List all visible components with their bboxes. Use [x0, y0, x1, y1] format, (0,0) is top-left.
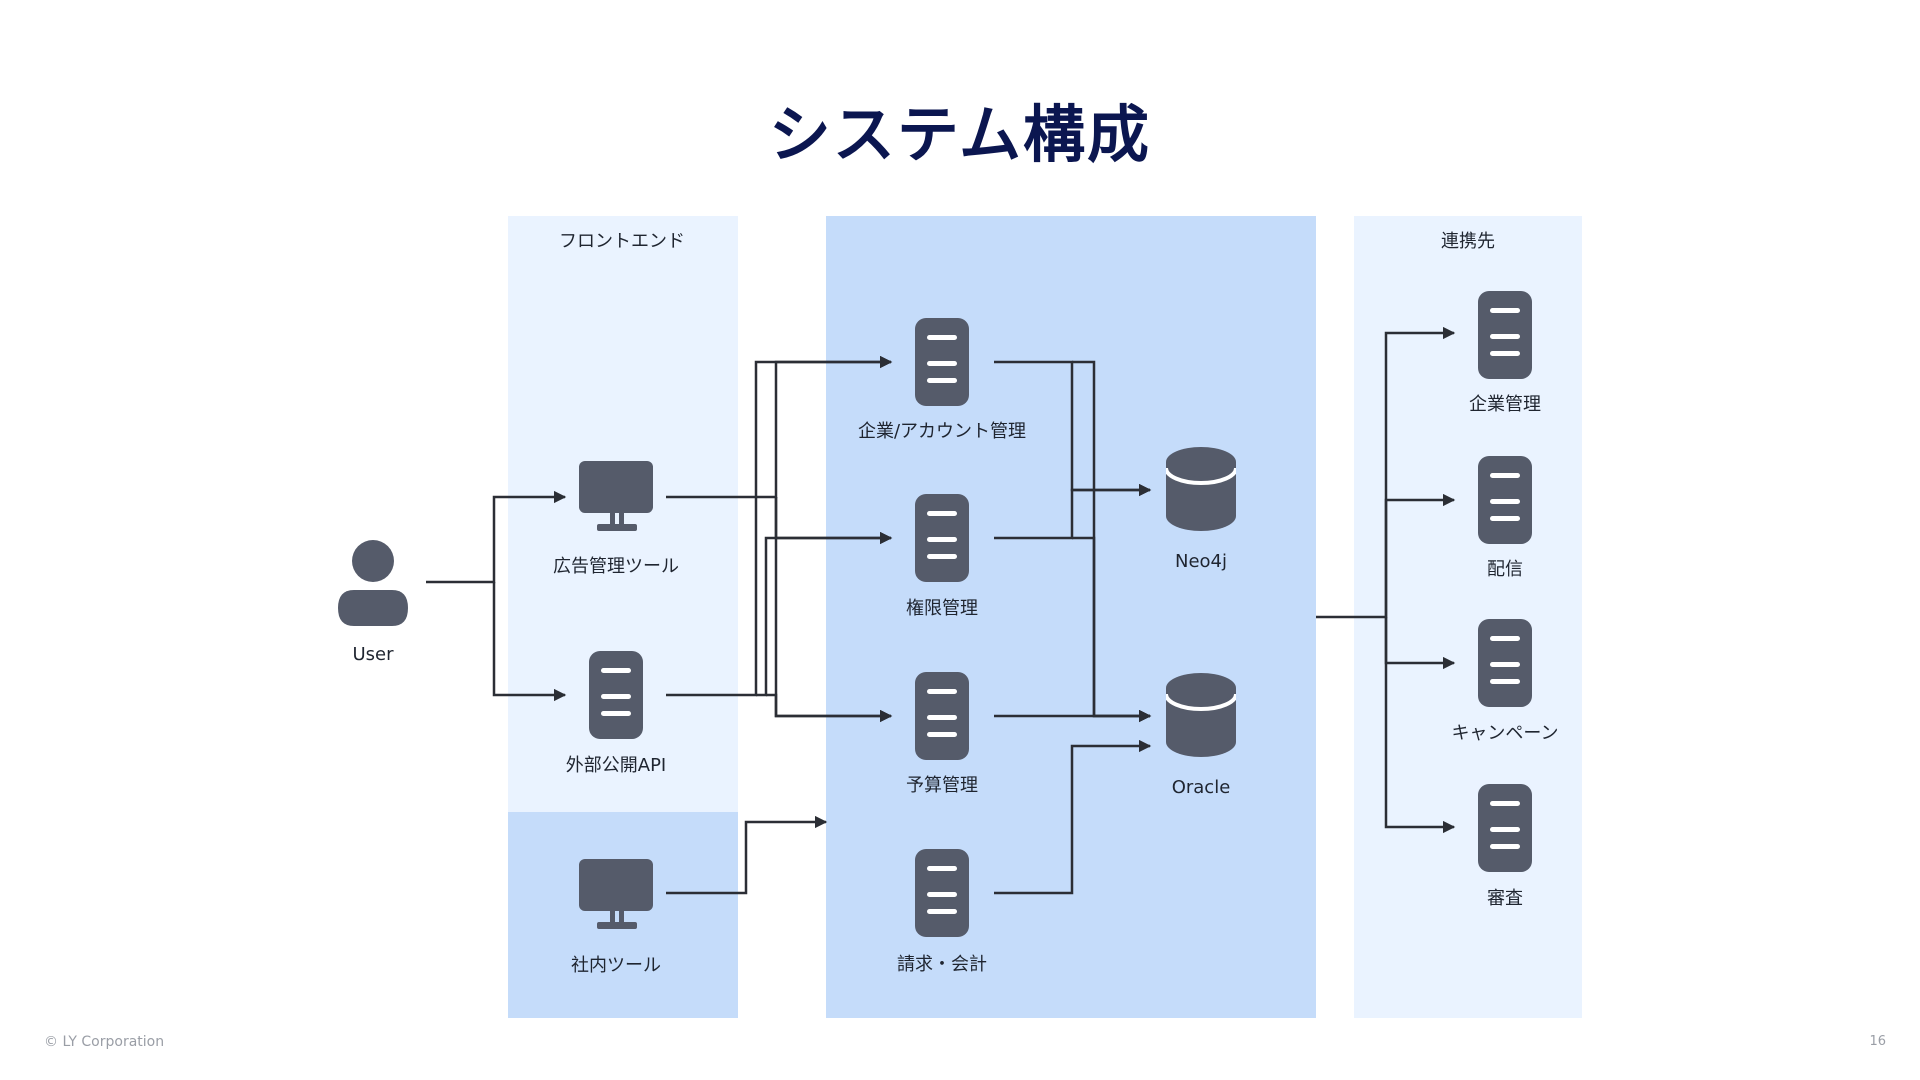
node-ext-company-label: 企業管理: [1469, 394, 1541, 415]
node-ext-campaign: キャンペーン: [1451, 619, 1559, 744]
node-account-mgmt: 企業/アカウント管理: [858, 318, 1026, 442]
node-account-mgmt-label: 企業/アカウント管理: [858, 421, 1026, 442]
node-oracle: Oracle: [1166, 672, 1236, 798]
node-billing-label: 請求・会計: [897, 954, 987, 975]
server-icon: [589, 651, 643, 739]
node-ext-delivery-label: 配信: [1487, 559, 1523, 580]
node-user-label: User: [352, 644, 394, 665]
page-number: 16: [1869, 1034, 1886, 1049]
node-ext-campaign-label: キャンペーン: [1451, 723, 1558, 744]
node-permission-mgmt-label: 権限管理: [906, 598, 978, 619]
node-neo4j-label: Neo4j: [1175, 551, 1227, 572]
server-icon: [1478, 291, 1532, 379]
node-billing: 請求・会計: [897, 849, 987, 975]
connection-lines: [426, 326, 1456, 895]
server-icon: [915, 849, 969, 937]
edge-user-to-public-api: [492, 582, 567, 702]
backend-zone: [826, 216, 1316, 1018]
edge-public-api-to-budget-mgmt: [766, 693, 893, 723]
edge-backend-to-ext-company: [1316, 326, 1456, 619]
node-budget-mgmt-label: 予算管理: [906, 775, 978, 796]
server-icon: [1478, 784, 1532, 872]
node-permission-mgmt: 権限管理: [906, 494, 978, 619]
edge-backend-to-ext-delivery: [1384, 493, 1456, 617]
server-icon: [915, 494, 969, 582]
node-ext-review-label: 審査: [1487, 888, 1523, 909]
page-title: システム構成: [768, 98, 1152, 171]
node-neo4j: Neo4j: [1166, 446, 1236, 572]
edge-permission-mgmt-to-neo4j: [994, 483, 1152, 540]
server-icon: [915, 672, 969, 760]
node-public-api-label: 外部公開API: [566, 755, 666, 776]
edge-backend-to-ext-review: [1384, 617, 1456, 834]
node-internal-tool: 社内ツール: [571, 859, 661, 976]
edge-public-api-to-account-mgmt: [666, 355, 893, 697]
node-ad-tool: 広告管理ツール: [553, 461, 679, 577]
user-icon: [338, 540, 408, 626]
partners-zone-label: 連携先: [1441, 231, 1495, 252]
node-user: User: [338, 540, 408, 665]
partners-zone: [1354, 216, 1582, 1018]
node-ext-delivery: 配信: [1478, 456, 1532, 580]
node-budget-mgmt: 予算管理: [906, 672, 978, 796]
edge-user-to-ad-tool: [426, 490, 567, 584]
copyright-text: © LY Corporation: [44, 1034, 165, 1050]
database-icon: [1166, 446, 1236, 532]
node-oracle-label: Oracle: [1172, 777, 1231, 798]
server-icon: [915, 318, 969, 406]
edge-internal-tool-to-backend: [666, 815, 828, 895]
node-public-api: 外部公開API: [566, 651, 666, 776]
node-ext-review: 審査: [1478, 784, 1532, 909]
database-icon: [1166, 672, 1236, 758]
server-icon: [1478, 456, 1532, 544]
frontend-zone-label: フロントエンド: [559, 231, 685, 252]
server-icon: [1478, 619, 1532, 707]
node-internal-tool-label: 社内ツール: [571, 955, 661, 976]
edge-public-api-to-permission-mgmt: [756, 531, 893, 697]
node-ext-company: 企業管理: [1469, 291, 1541, 415]
edge-billing-to-oracle: [994, 739, 1152, 895]
node-ad-tool-label: 広告管理ツール: [553, 556, 679, 577]
